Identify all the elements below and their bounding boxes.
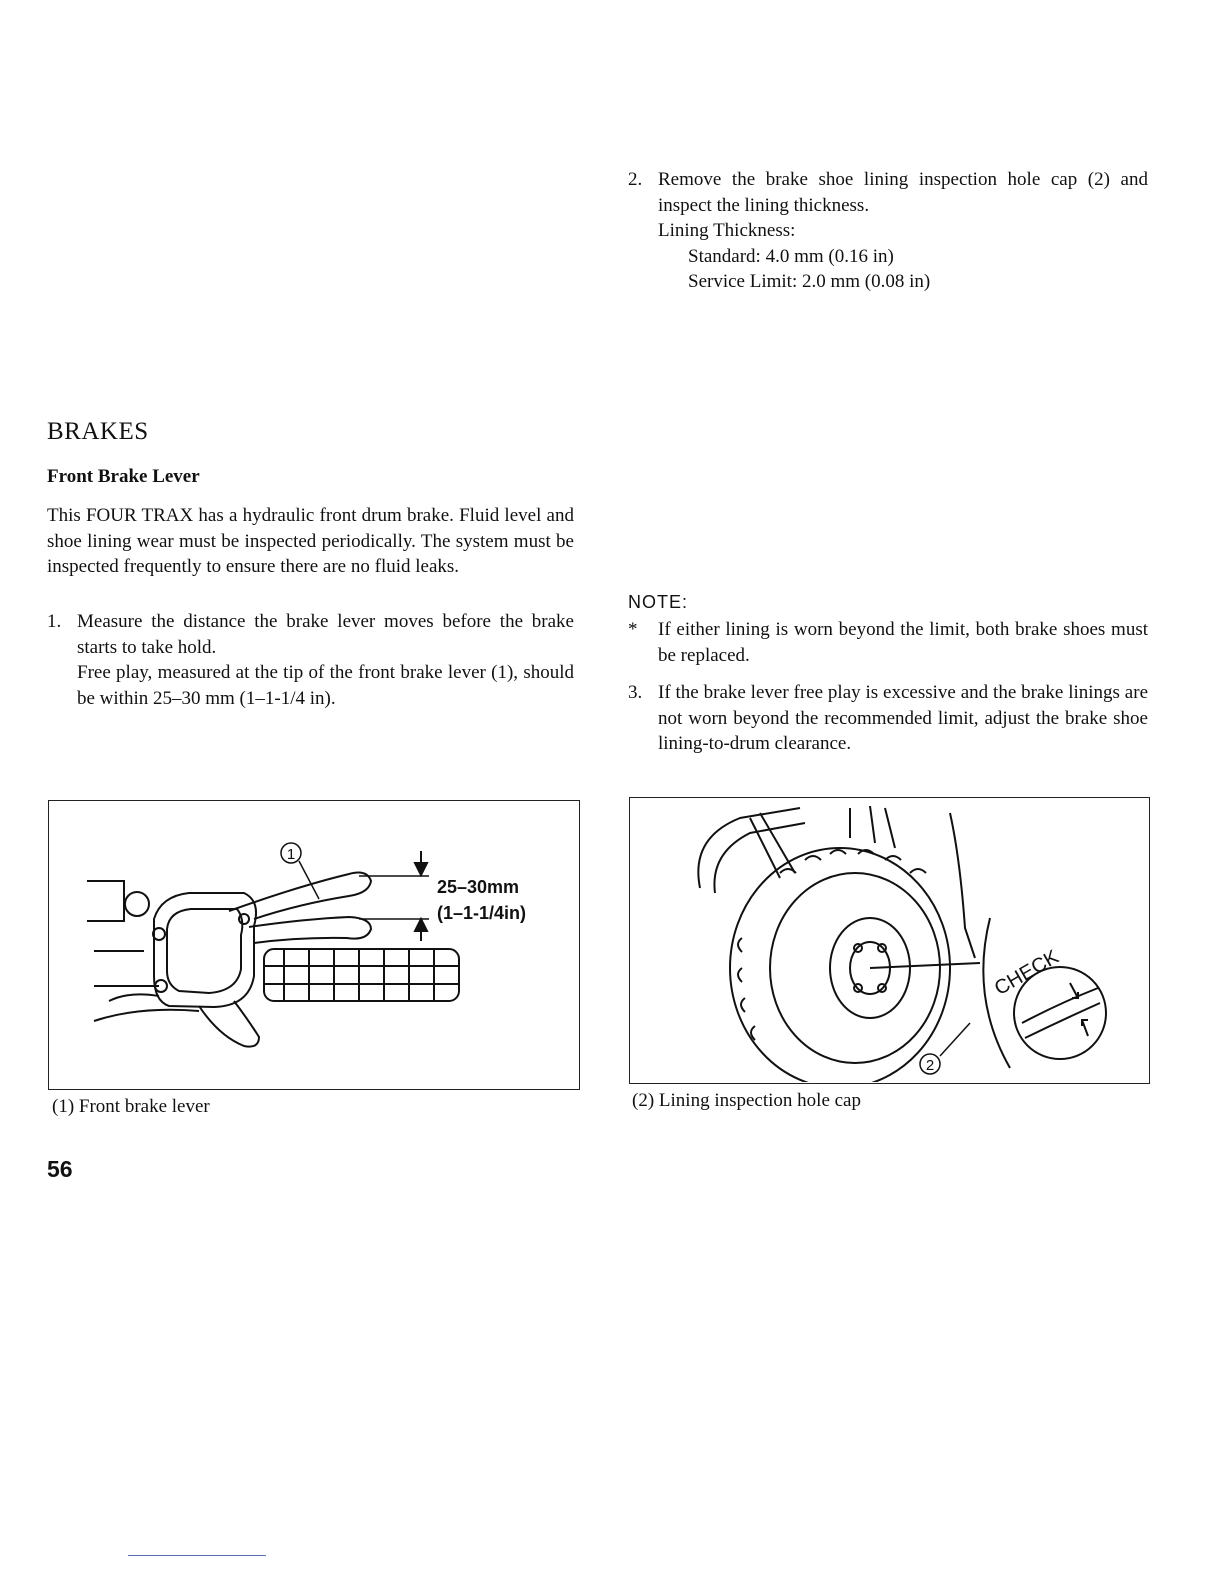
lining-standard: Standard: 4.0 mm (0.16 in) [688,245,894,267]
page-number: 56 [47,1156,73,1182]
section-title: BRAKES [47,418,149,445]
step-3-text: If the brake lever free play is excessiv… [658,682,1148,754]
callout-1-marker [280,842,302,864]
subheading-front-brake-lever: Front Brake Lever [47,466,200,487]
step-1-detail: Free play, measured at the tip of the fr… [77,662,574,709]
note-bullet: * [628,619,638,640]
note-block: NOTE: * If either lining is worn beyond … [628,592,1148,668]
step-3-number: 3. [628,682,643,703]
figure-inspection-hole-cap: CHECK 2 [629,797,1150,1089]
step-2-number: 2. [628,169,643,190]
wheel-illustration: CHECK 2 [697,805,1107,1089]
callout-2-label: 2 [926,1057,934,1074]
detail-magnifier [1013,966,1107,1060]
note-heading: NOTE: [628,592,689,612]
lining-thickness-heading: Lining Thickness: [658,220,796,241]
step-1-number: 1. [47,611,62,632]
lining-service-limit: Service Limit: 2.0 mm (0.08 in) [688,271,931,292]
dimension-label-mm: 25–30mm [437,877,519,897]
callout-1-label: 1 [287,846,295,863]
step-3: 3. If the brake lever free play is exces… [628,680,1148,757]
arrow-up-icon [413,916,429,941]
note-item: * If either lining is worn beyond the li… [628,617,1148,668]
bottom-rule [128,1555,266,1556]
step-2-text: Remove the brake shoe lining inspection … [658,169,1148,216]
callout-2-marker [919,1053,941,1075]
figure-front-brake-lever: 1 25–30mm (1–1-1/4in) [48,800,580,1090]
callout-2-leader [939,1022,971,1057]
caption-inspection-hole-cap: (2) Lining inspection hole cap [632,1090,861,1111]
detail-lining [1021,987,1101,1039]
callout-1-leader [298,860,320,900]
detail-arrow-up-icon [1081,1019,1089,1037]
step-1-text: Measure the distance the brake lever mov… [77,611,574,658]
intro-paragraph: This FOUR TRAX has a hydraulic front dru… [47,505,574,577]
dimension-label-in: (1–1-1/4in) [437,903,526,923]
note-text: If either lining is worn beyond the limi… [658,619,1148,666]
caption-front-brake-lever: (1) Front brake lever [52,1096,210,1117]
step-2: 2. Remove the brake shoe lining inspecti… [628,167,1148,295]
arrow-down-icon [413,851,429,878]
detail-arrow-down-icon [1069,982,1079,999]
step-1: 1. Measure the distance the brake lever … [47,609,574,711]
brake-lever-illustration: 1 25–30mm (1–1-1/4in) [87,842,526,1048]
